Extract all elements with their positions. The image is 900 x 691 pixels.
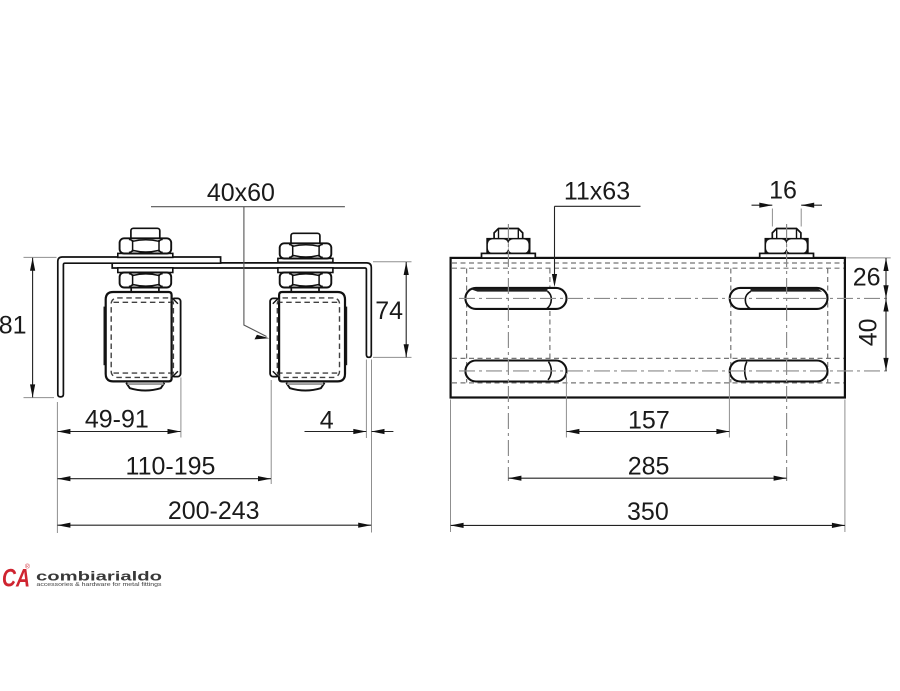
svg-text:11x63: 11x63 [564,177,630,205]
svg-text:40x60: 40x60 [207,179,275,207]
svg-text:49-91: 49-91 [85,406,149,434]
svg-text:81: 81 [0,312,27,340]
svg-text:285: 285 [628,452,670,480]
svg-text:4: 4 [320,407,334,435]
svg-text:350: 350 [627,498,669,526]
svg-text:16: 16 [769,176,797,204]
svg-text:combiarialdo: combiarialdo [36,569,162,583]
svg-text:110-195: 110-195 [126,452,216,480]
svg-text:200-243: 200-243 [168,497,260,525]
svg-text:74: 74 [375,297,403,325]
svg-text:CA: CA [2,564,30,592]
svg-text:®: ® [25,563,30,571]
svg-text:accessories & hardware for met: accessories & hardware for metal fitting… [37,582,162,588]
svg-text:157: 157 [628,406,670,434]
svg-text:40: 40 [855,318,883,346]
svg-text:26: 26 [853,264,881,292]
